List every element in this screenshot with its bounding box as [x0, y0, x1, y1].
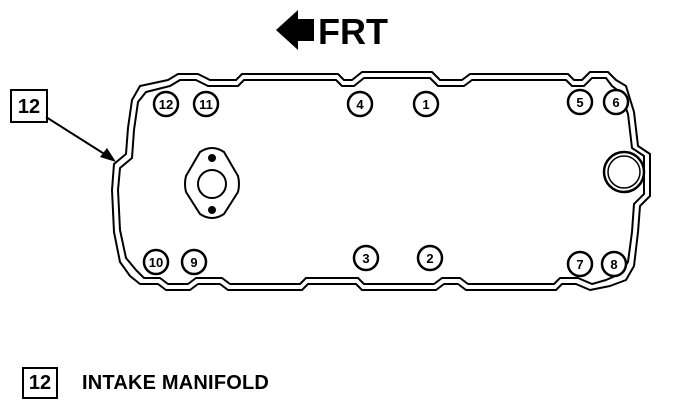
bolt-6: 6	[602, 88, 630, 116]
bolt-4-circle	[346, 90, 374, 118]
bolt-9: 9	[180, 248, 208, 276]
flange-outline	[184, 147, 240, 219]
bolt-3-label: 3	[362, 251, 369, 266]
bolt-1: 1	[412, 90, 440, 118]
callout-number: 12	[18, 96, 40, 118]
callout-leader-line	[45, 116, 107, 156]
arrow-left-icon	[276, 10, 314, 50]
bolt-2-label: 2	[426, 251, 433, 266]
bolt-7: 7	[566, 250, 594, 278]
right-round-port	[602, 150, 646, 194]
bolt-11-circle	[192, 90, 220, 118]
bolt-8-label: 8	[610, 257, 617, 272]
legend-label: INTAKE MANIFOLD	[82, 371, 270, 394]
gasket-outer-edge	[111, 71, 651, 291]
callout-box	[10, 89, 48, 123]
legend: 12 INTAKE MANIFOLD	[22, 366, 269, 400]
flange-bolt-hole-bottom	[208, 206, 216, 214]
bolt-5-circle	[566, 88, 594, 116]
round-port-outer	[602, 150, 646, 194]
bolt-11: 11	[192, 90, 220, 118]
front-label: FRT	[318, 11, 388, 52]
bolt-7-circle	[566, 250, 594, 278]
bolt-3: 3	[352, 244, 380, 272]
bolt-2-circle	[416, 244, 444, 272]
bolt-12-circle	[152, 90, 180, 118]
callout-arrowhead	[100, 148, 116, 162]
front-direction-indicator: FRT	[276, 10, 388, 52]
flange-port	[197, 169, 227, 199]
bolt-6-circle	[602, 88, 630, 116]
bolt-1-circle	[412, 90, 440, 118]
bolt-5: 5	[566, 88, 594, 116]
bolt-4-label: 4	[356, 97, 364, 112]
bolt-10-label: 10	[149, 255, 163, 270]
bolt-10: 10	[142, 248, 170, 276]
round-port-inner	[607, 155, 641, 189]
bolt-9-label: 9	[190, 255, 197, 270]
legend-number-box: 12	[22, 367, 58, 399]
flange-bolt-hole-top	[208, 154, 216, 162]
bolt-9-circle	[180, 248, 208, 276]
bolt-4: 4	[346, 90, 374, 118]
bolt-3-circle	[352, 244, 380, 272]
bolt-12: 12	[152, 90, 180, 118]
diamond-flange	[184, 147, 240, 219]
bolt-sequence: 1 2 3 4 5 6 7 8	[142, 88, 630, 278]
bolt-5-label: 5	[576, 95, 583, 110]
bolt-12-label: 12	[159, 97, 173, 112]
bolt-1-label: 1	[422, 97, 429, 112]
bolt-6-label: 6	[612, 95, 619, 110]
bolt-7-label: 7	[576, 257, 583, 272]
bolt-8: 8	[600, 250, 628, 278]
callout-12: 12	[10, 89, 116, 162]
bolt-2: 2	[416, 244, 444, 272]
bolt-10-circle	[142, 248, 170, 276]
bolt-8-circle	[600, 250, 628, 278]
bolt-11-label: 11	[199, 97, 213, 112]
